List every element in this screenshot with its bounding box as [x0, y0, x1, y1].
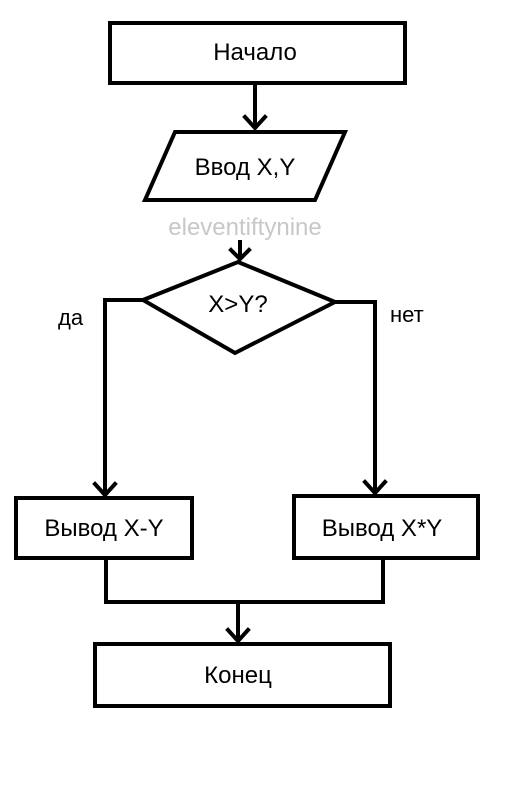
output-no-label: Вывод X*Y: [322, 515, 443, 542]
start-node: Начало: [108, 21, 407, 85]
arrowhead: [228, 247, 252, 262]
yes-branch: да: [58, 298, 143, 498]
arrowhead: [92, 481, 118, 498]
output-no-node: Вывод X*Y: [292, 494, 480, 560]
yes-branch-line: [103, 298, 143, 496]
start-label: Начало: [213, 39, 297, 66]
yes-label: да: [58, 305, 84, 330]
arrowhead: [242, 114, 268, 131]
decision-label: X>Y?: [208, 291, 267, 318]
no-branch: нет: [335, 300, 424, 496]
input-label: Ввод X,Y: [195, 154, 296, 181]
end-label: Конец: [204, 662, 272, 689]
end-node: Конец: [93, 642, 392, 708]
arrow-start-to-input: [242, 83, 268, 131]
no-branch-line: [335, 300, 377, 494]
merge-line: [104, 558, 385, 604]
output-no-box: [292, 494, 480, 560]
output-yes-node: Вывод X-Y: [14, 496, 194, 560]
arrow-input-to-decision: [228, 240, 252, 262]
input-parallelogram: [141, 130, 349, 202]
no-label: нет: [390, 302, 424, 327]
merge-connector: [104, 558, 385, 644]
start-box: [108, 21, 407, 85]
decision-node: X>Y?: [138, 259, 340, 356]
input-node: Ввод X,Y: [141, 130, 349, 202]
output-yes-label: Вывод X-Y: [44, 515, 163, 542]
watermark-text: eleventiftynine: [168, 214, 321, 241]
end-box: [93, 642, 392, 708]
arrowhead: [362, 479, 388, 496]
output-yes-box: [14, 496, 194, 560]
arrowhead: [225, 627, 251, 644]
decision-diamond: [138, 259, 340, 356]
